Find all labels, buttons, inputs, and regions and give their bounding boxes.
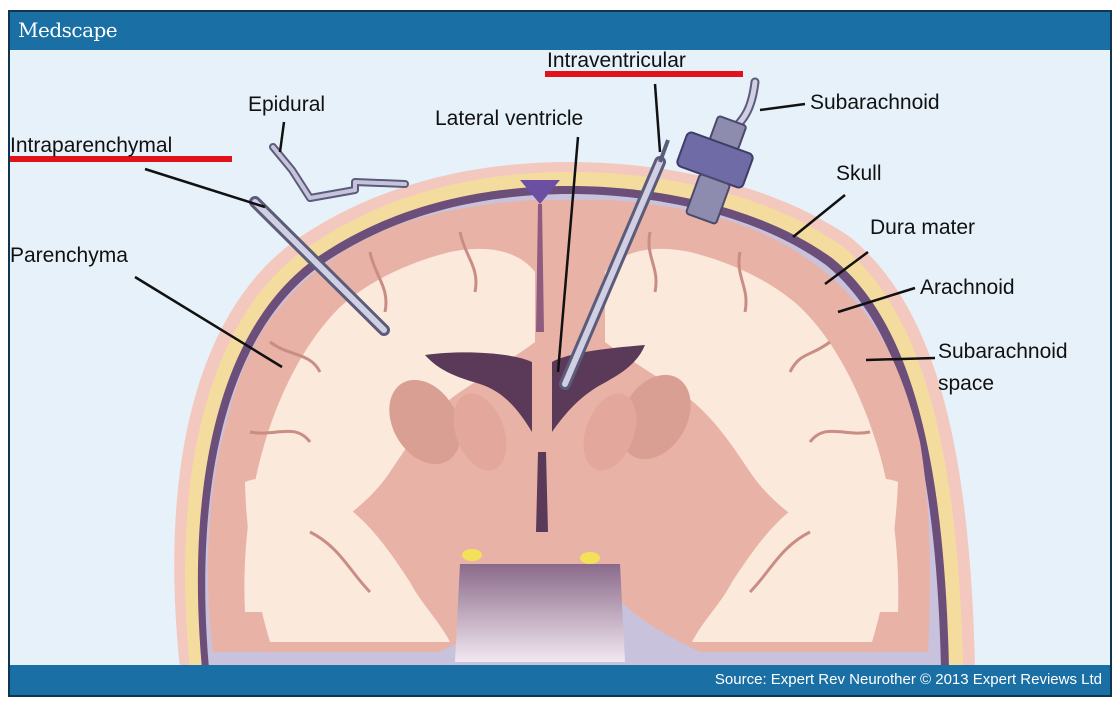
label-lateral-ventricle: Lateral ventricle	[435, 107, 583, 130]
label-parenchyma: Parenchyma	[10, 244, 128, 267]
figure-frame: Medscape	[8, 10, 1112, 697]
footer-bar: Source: Expert Rev Neurother © 2013 Expe…	[10, 665, 1110, 695]
optic-structure-left	[462, 549, 482, 561]
label-subarachnoid: Subarachnoid	[810, 91, 940, 114]
brain-monitoring-diagram: Intraventricular Epidural Lateral ventri…	[10, 12, 1112, 697]
label-intraventricular: Intraventricular	[547, 49, 686, 72]
label-epidural: Epidural	[248, 93, 325, 116]
label-dura-mater: Dura mater	[870, 216, 975, 239]
optic-structure-right	[580, 552, 600, 564]
source-credit: Source: Expert Rev Neurother © 2013 Expe…	[715, 671, 1102, 688]
label-skull: Skull	[836, 162, 882, 185]
label-arachnoid: Arachnoid	[920, 276, 1015, 299]
label-subarachnoid-space-line2: space	[938, 372, 994, 395]
label-intraparenchymal: Intraparenchymal	[10, 134, 172, 157]
third-ventricle	[536, 452, 548, 532]
label-subarachnoid-space-line1: Subarachnoid	[938, 340, 1068, 363]
epidural-probe	[273, 147, 405, 198]
skull-base-gap	[455, 564, 625, 662]
